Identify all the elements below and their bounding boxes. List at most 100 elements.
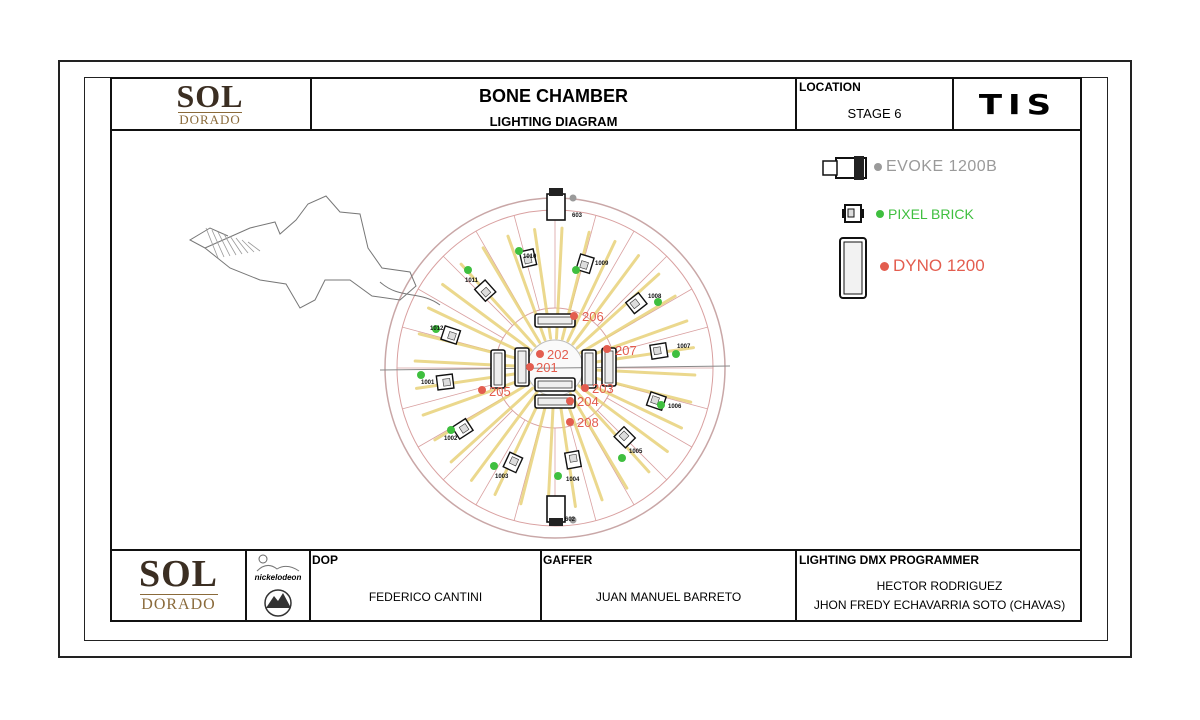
gaffer-value: JUAN MANUEL BARRETO [595,590,742,604]
studio-logos: nickelodeon [247,551,309,621]
dyno-label-206: 206 [582,309,604,324]
dyno-lens [537,380,573,389]
evoke-dot [569,516,577,524]
brick-1011 [473,279,497,303]
dyno-dot [566,418,574,426]
stair-step [223,233,237,256]
dyno-dot [581,384,589,392]
legend-icons [822,156,867,299]
stair-step [247,241,261,252]
brick-lens [652,346,662,356]
light-beam [413,359,527,369]
brick-lens [568,453,578,463]
fixtures [417,188,680,526]
brick-lens [508,456,520,467]
brick-1004 [563,449,583,470]
footer-divider [110,549,1082,551]
header-col-divider-2 [795,77,797,130]
center-axis [379,365,731,371]
header-divider [110,129,1082,131]
fixture-label-1004: 1004 [566,477,580,483]
pixel-brick-dot [554,472,562,480]
dyno-201 [490,349,506,389]
walkway-outline [379,281,441,306]
brand-logo-text: TIS [978,89,1058,121]
stair-step [217,231,231,257]
dyno-label-203: 203 [592,381,614,396]
stair-step [229,235,243,255]
dyno-dot [478,386,486,394]
evoke-dot [874,163,882,171]
stage-spoke [417,288,504,339]
gaffer-label: GAFFER [543,553,593,567]
light-beam [573,388,651,474]
programmer-value-1: HECTOR RODRIGUEZ [876,579,1003,593]
pixel-brick-dot [432,325,440,333]
dyno-lens [493,352,503,386]
stage-spoke [570,425,597,521]
brick-1009 [575,253,595,275]
dyno-label-208: 208 [577,415,599,430]
brick-1001 [435,373,455,391]
building-outline [204,195,417,309]
light-beam [575,272,661,350]
location-value: STAGE 6 [847,106,902,121]
legend-pixel-brick-label: PIXEL BRICK [888,206,974,222]
stage-spoke [475,419,526,506]
fixture-label-1001: 1001 [421,380,435,386]
evoke-head [549,518,563,526]
brick-1002 [451,417,475,441]
dyno-label-201: 201 [536,360,558,375]
light-beam [577,384,669,454]
logo-dorado-text: DORADO [179,112,241,127]
footer-col-divider-2 [309,549,311,622]
dyno-207 [581,349,597,389]
brick-lens [458,423,470,434]
light-beam [580,379,684,430]
fixture-label-602: 602 [565,517,576,523]
pixel-brick-dot [672,350,680,358]
light-beam [581,319,689,360]
evoke-icon [822,156,867,180]
fixture-label-1008: 1008 [648,294,662,300]
dop-value: FEDERICO CANTINI [368,590,483,604]
dyno-label-205: 205 [489,384,511,399]
brick-lens [523,255,533,265]
mountain-logo-icon [264,589,292,617]
dyno-208 [534,394,576,409]
dyno-label-207: 207 [615,343,637,358]
brick-1005 [613,425,637,449]
evoke-head [549,188,563,196]
brick-1003 [502,451,524,474]
fixture-label-1006: 1006 [668,404,682,410]
title-sheet [110,77,1082,622]
dyno-lens [537,316,573,325]
light-beam [546,396,556,510]
header-logo: SOL DORADO [110,79,310,129]
stage-spoke [442,410,513,481]
header-col-divider-3 [952,77,954,130]
stairs-outline [188,227,229,249]
light-beam [493,393,544,497]
legend-evoke-label: EVOKE 1200B [886,158,998,175]
light-beam [459,262,537,348]
stage-plan [188,195,731,539]
dyno-dot [603,345,611,353]
pixel-brick-dot [515,247,523,255]
pixel-brick-icon [842,204,864,223]
dyno-dot [536,350,544,358]
pixel-brick-dot [464,266,472,274]
dyno-dot [566,397,574,405]
brick-lens [442,378,451,387]
light-beam [449,386,535,464]
light-beam [417,332,528,363]
light-beam [414,370,527,390]
dyno-lens [604,350,614,384]
pixel-brick-dot [490,462,498,470]
pixel-brick-dot [654,298,662,306]
brick-1007 [649,342,669,360]
pixel-brick-dot [657,401,665,409]
dyno-lens [584,352,594,386]
light-beam [481,246,542,344]
